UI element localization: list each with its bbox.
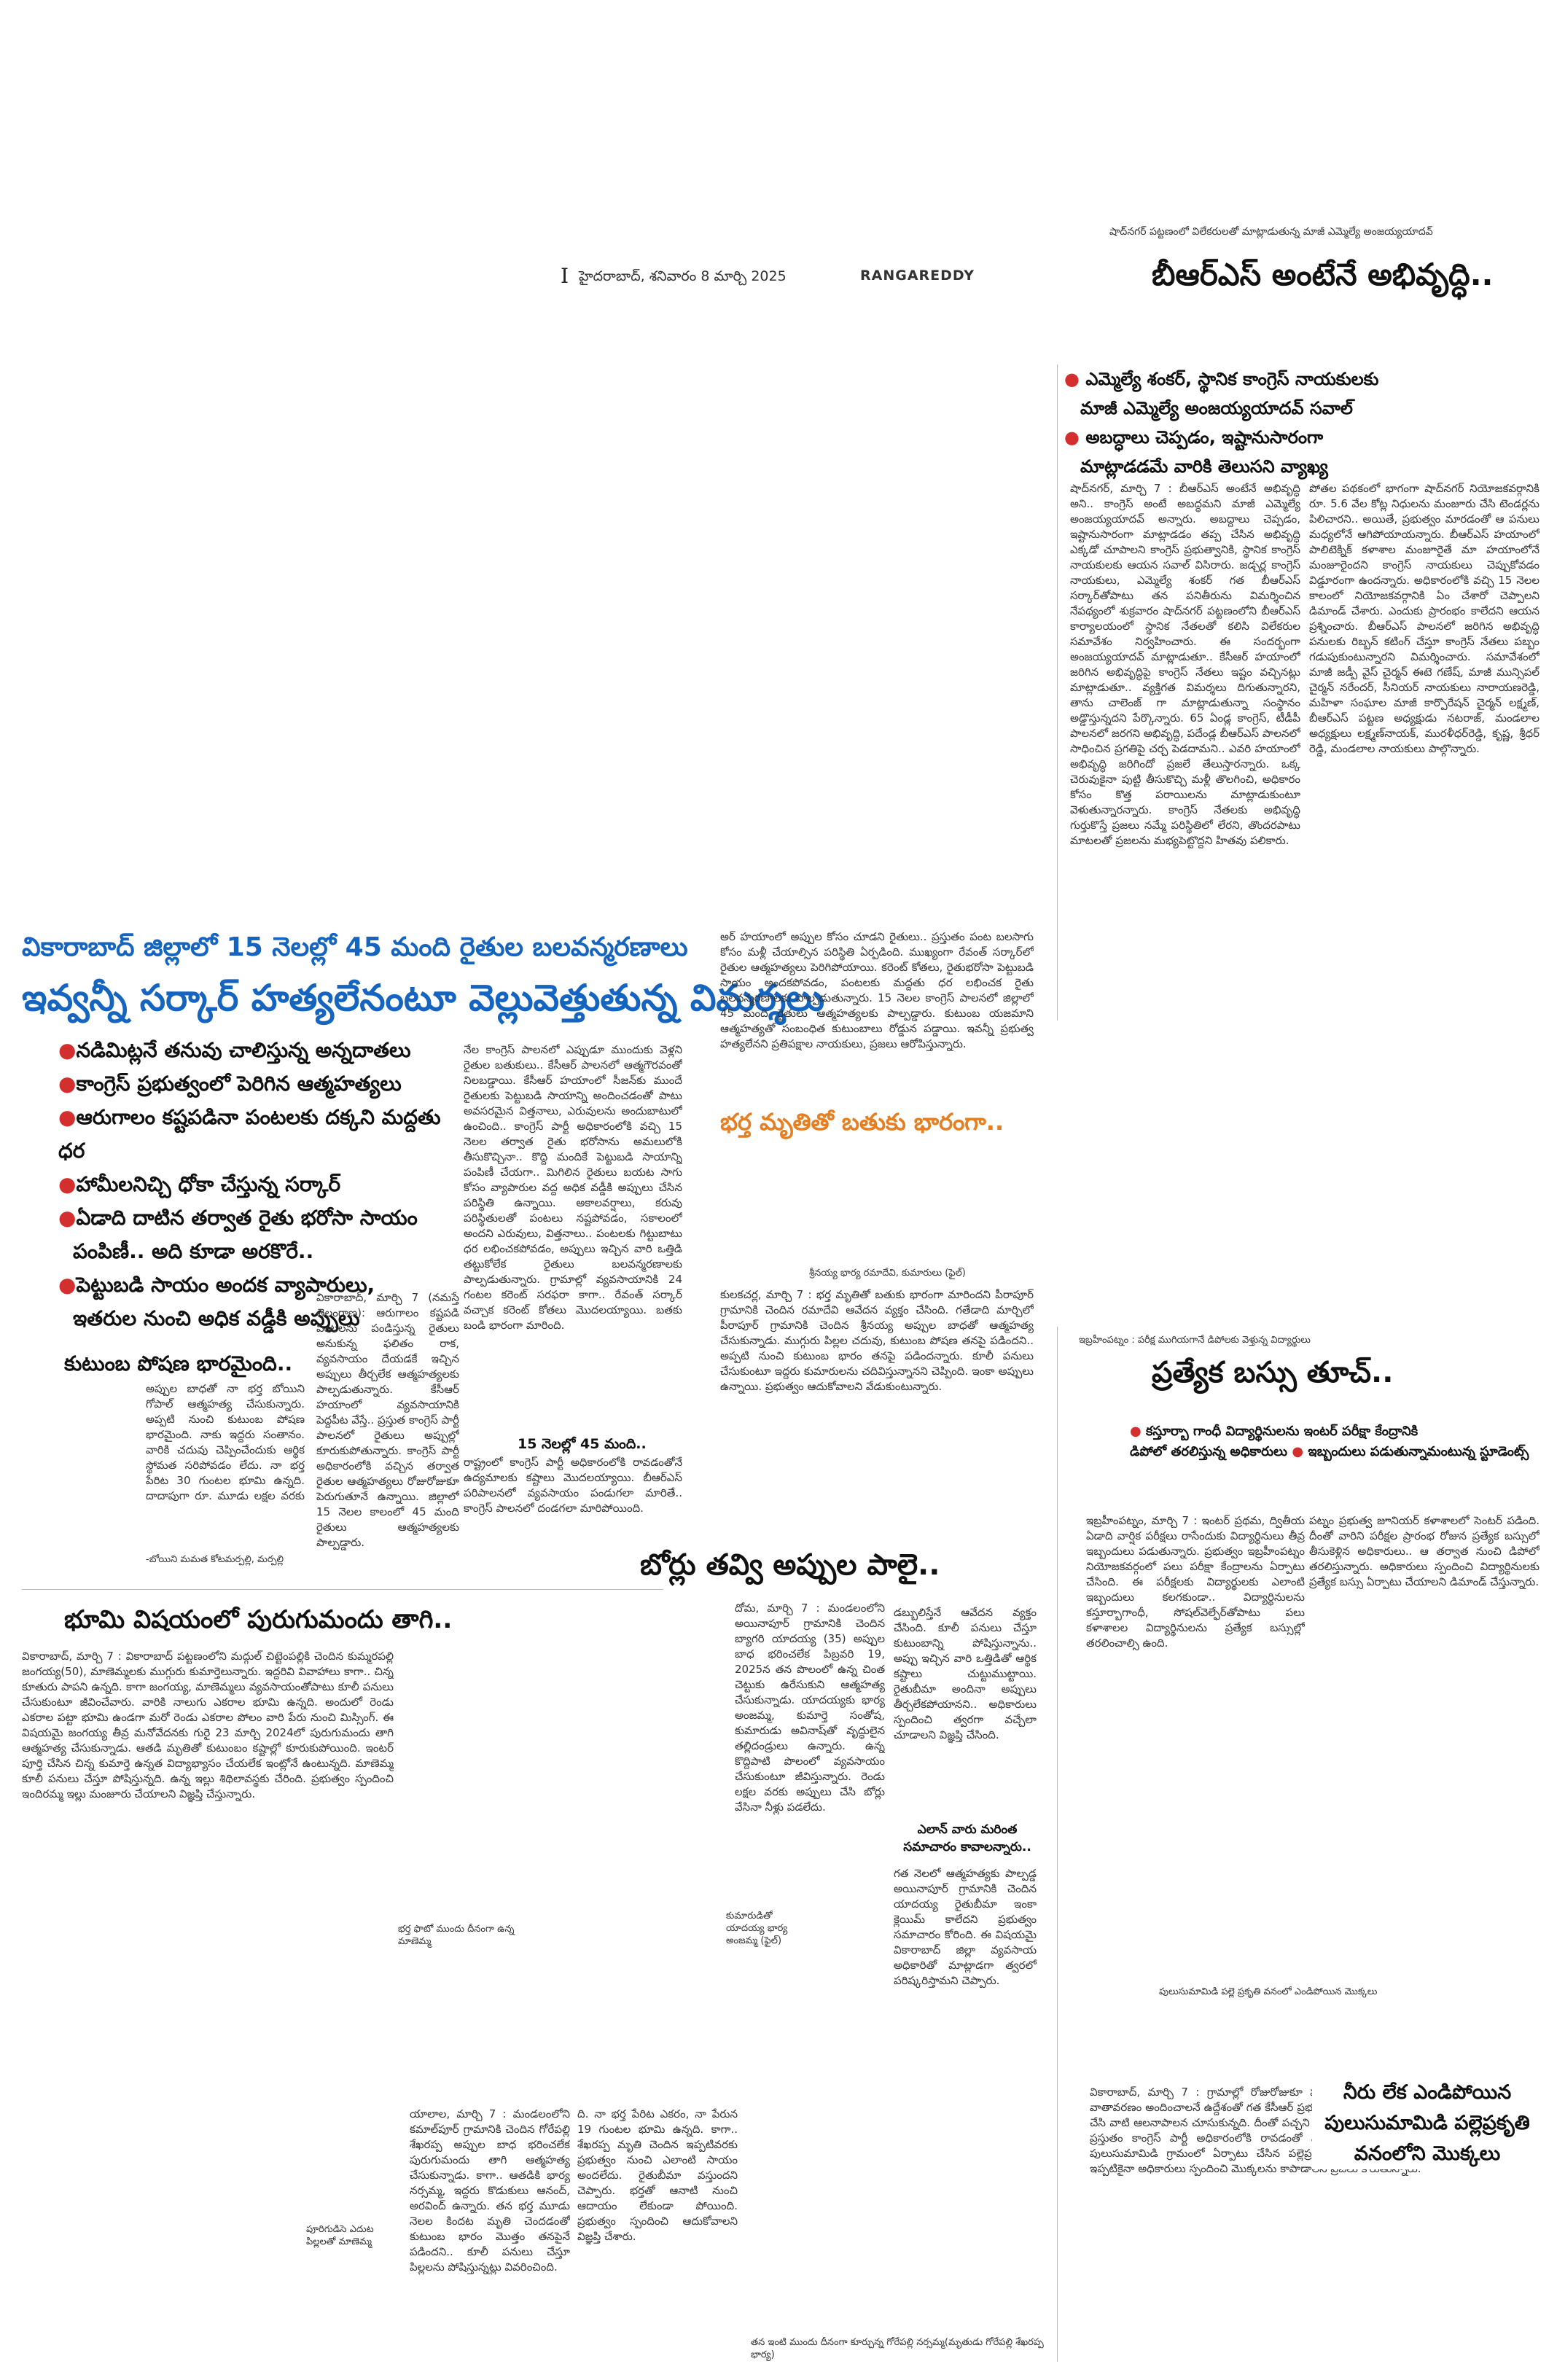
column-rule — [1057, 364, 1058, 1021]
brs-bullets: ● ఎమ్మెల్యే శంకర్, స్థానిక కాంగ్రెస్ నాయ… — [1064, 364, 1545, 481]
land-headline: భూమి విషయంలో పురుగుమందు తాగి.. — [64, 1605, 453, 1634]
wife-photo-caption: శ్రీనయ్య భార్య రమాదేవి, కుమారులు (ఫైల్) — [809, 1268, 966, 1279]
bullet-dot-icon: ● — [58, 1105, 77, 1129]
bores-photo — [653, 1852, 886, 2034]
bores-body-col2: డబ్బులిస్తేనే ఆవేదన వ్యక్తం చేసింది. కూల… — [894, 1606, 1037, 1741]
bus-bullet: డిపోలో తరలిస్తున్న అధికారులు — [1130, 1444, 1288, 1459]
bores-photo-caption: కుమారుడితో యాదయ్య భార్య అంజమ్మ (ఫైల్) — [726, 1911, 788, 1946]
section-name: RANGAREDDY — [860, 268, 975, 284]
bus-bullets: ● కస్తూర్బా గాంధీ విద్యార్థినులను ఇంటర్ … — [1130, 1421, 1553, 1462]
wife-headline: భర్త మృతితో బతుకు భారంగా.. — [720, 1108, 1004, 1136]
bullet-dot-icon: ● — [58, 1206, 77, 1230]
land-photo — [397, 1649, 645, 1919]
brs-photo-caption: షాద్‌నగర్ పట్టణంలో విలేకరులతో మాట్లాడుతు… — [1109, 226, 1433, 238]
land-body: వికారాబాద్, మార్చి 7 : వికారాబాద్ పట్టణం… — [22, 1650, 394, 1800]
page-dateline: హైదరాబాద్, శనివారం 8 మార్చి 2025 — [579, 268, 787, 284]
brs-body-col2: పోతల పథకంలో భాగంగా షాద్‌నగర్ నియోజకవర్గా… — [1309, 482, 1540, 755]
bus-body-col1: ఇబ్రహీంపట్నం, మార్చి 7 : ఇంటర్ ప్రథమ, ద్… — [1086, 1514, 1305, 1650]
park-photo — [1079, 1749, 1545, 1979]
tandur-side-photo — [22, 2107, 401, 2376]
tandur-bottom-caption: తన ఇంటి ముందు దీనంగా కూర్చున్న గోరేపల్లి… — [751, 2337, 1044, 2360]
family-headline: కుటుంబ పోషణ భారమైంది.. — [64, 1351, 293, 1376]
bullet-dot-icon: ● — [1292, 1444, 1304, 1459]
farmers-bullet: హామీలనిచ్చి ధోకా చేస్తున్న సర్కార్ — [76, 1172, 341, 1196]
farmers-bullet: పంపిణీ.. అది కూడా అరకొరే.. — [73, 1239, 314, 1263]
park-headline: నీరు లేక ఎండిపోయిన పులుసుమామిడి పల్లెప్ర… — [1312, 2077, 1542, 2169]
family-byline: -బోయిని మమత కోటమర్పల్లి, మర్పల్లి — [146, 1554, 284, 1565]
bus-body-col2: పట్నం ప్రభుత్వ జూనియర్ కళాశాలలో సెంటర్ ప… — [1309, 1514, 1540, 1588]
column-rule — [1057, 1327, 1058, 2362]
family-body-col1: అప్పుల బాధతో నా భర్త బోయిని గోపాల్ ఆత్మహ… — [146, 1382, 305, 1505]
farmers-bullets: ●నడిమిట్లనే తనువు చాలిస్తున్న అన్నదాతలు … — [58, 1034, 467, 1335]
farmers-subhead-45: 15 నెలల్లో 45 మంది.. — [518, 1436, 647, 1452]
family-body-col2: వికారాబాద్, మార్చి 7 (నమస్తే తెలంగాణ): ఆ… — [316, 1291, 459, 1549]
brs-body-col1: షాద్‌నగర్, మార్చి 7 : బీఆర్ఎస్ అంటేనే అభ… — [1070, 482, 1300, 847]
farmers-headline: ఇవ్వన్నీ సర్కార్ హత్యలేనంటూ వెల్లువెత్తు… — [22, 977, 825, 1019]
brs-headline: బీఆర్ఎస్ అంటేనే అభివృద్ధి.. — [1152, 257, 1494, 292]
farmers-bullet: ఇతరుల నుంచి అధిక వడ్డీకి అప్పులు — [73, 1306, 360, 1330]
bores-headline: బోర్లు తవ్వి అప్పుల పాలై.. — [640, 1548, 940, 1582]
bullet-dot-icon: ● — [58, 1038, 77, 1062]
page-marker: I — [561, 264, 569, 288]
bullet-dot-icon: ● — [58, 1273, 77, 1297]
farmers-body-col-b: అర్ హయాంలో అప్పుల కోసం చూడని రైతులు.. ప్… — [720, 930, 1034, 1050]
tandur-bottom-photo — [751, 2107, 1072, 2325]
brs-bullet: మాజీ ఎమ్మెల్యే అంజయ్యయాదవ్ సవాల్ — [1080, 398, 1353, 418]
farmers-kicker: వికారాబాద్ జిల్లాలో 15 నెలల్లో 45 మంది ర… — [22, 932, 688, 962]
bullet-dot-icon: ● — [1064, 369, 1080, 389]
bullet-dot-icon: ● — [58, 1172, 77, 1196]
column-rule — [22, 1589, 663, 1590]
farmers-bullet: ఏడాది దాటిన తర్వాత రైతు భరోసా సాయం — [76, 1206, 418, 1230]
farmers-body-col-a: నేల కాంగ్రెస్ పాలనలో ఎప్పుడూ ముందుకు వెళ… — [464, 1043, 682, 1332]
wife-body: కులకచర్ల, మార్చి 7 : భర్త మృతితో బతుకు భ… — [720, 1288, 1034, 1393]
brs-bullet: అబద్ధాలు చెప్పడం, ఇష్టానుసారంగా — [1085, 427, 1324, 448]
bullet-dot-icon: ● — [1130, 1424, 1142, 1439]
bus-bullet: కస్తూర్బా గాంధీ విద్యార్థినులను ఇంటర్ పర… — [1146, 1424, 1419, 1439]
bus-photo-caption: ఇబ్రహీంపట్నం : పరీక్ష ముగియగానే డిపోలకు … — [1079, 1335, 1311, 1346]
land-photo-caption: భర్త ఫొటో ముందు దీనంగా ఉన్న మాణెమ్మ — [398, 1924, 515, 1947]
farmers-bullet: నడిమిట్లనే తనువు చాలిస్తున్న అన్నదాతలు — [76, 1038, 411, 1062]
farmers-body-45: రాష్ట్రంలో కాంగ్రెస్ పార్టీ అధికారంలోకి … — [464, 1456, 682, 1515]
bullet-dot-icon: ● — [58, 1072, 77, 1096]
farmers-bullet: కాంగ్రెస్ ప్రభుత్వంలో పెరిగిన ఆత్మహత్యలు — [76, 1072, 402, 1096]
bus-headline: ప్రత్యేక బస్సు తూచ్.. — [1152, 1356, 1394, 1389]
farmers-bullet: పెట్టుబడి సాయం అందక వ్యాపారులు, — [76, 1273, 375, 1297]
bullet-dot-icon: ● — [1064, 427, 1080, 448]
wife-photo — [722, 1152, 1035, 1261]
bus-bullet: ఇబ్బందులు పడుతున్నామంటున్న స్టూడెంట్స్ — [1308, 1444, 1529, 1459]
brs-bullet: మాట్లాడడమే వారికి తెలుసని వ్యాఖ్య — [1080, 456, 1328, 477]
family-photo — [22, 1381, 138, 1502]
park-photo-caption: పులుసుమామిడి పల్లె ప్రకృతి వనంలో ఎండిపోయ… — [1159, 1986, 1378, 1997]
farmers-bullet: ఆరుగాలం కష్టపడినా పంటలకు దక్కని మద్దతు ధ… — [58, 1105, 441, 1163]
bores-subhead: ఎలాన్ వారు మరింత సమాచారం కావాలన్నారు.. — [903, 1822, 1031, 1854]
tandur-body-col1: యాలాల, మార్చి 7 : మండలంలోని కమాల్‌పూర్ గ… — [410, 2107, 570, 2274]
bores-body-col1: దోమ, మార్చి 7 : మండలంలోని అయినాపూర్ గ్రా… — [735, 1601, 885, 1814]
tandur-body-col2: ది. నా భర్త పేరిట ఎకరం, నా పేరున 19 గుంట… — [577, 2107, 738, 2243]
tandur-side-caption: పూరిగుడిసె ఎదుట పిల్లలతో మాణెమ్మ — [306, 2224, 374, 2247]
bores-body-col2b: గత నెలలో ఆత్మహత్యకు పాల్పడ్డ అయినాపూర్ గ… — [894, 1867, 1037, 1987]
brs-bullet: ఎమ్మెల్యే శంకర్, స్థానిక కాంగ్రెస్ నాయకు… — [1085, 369, 1379, 389]
